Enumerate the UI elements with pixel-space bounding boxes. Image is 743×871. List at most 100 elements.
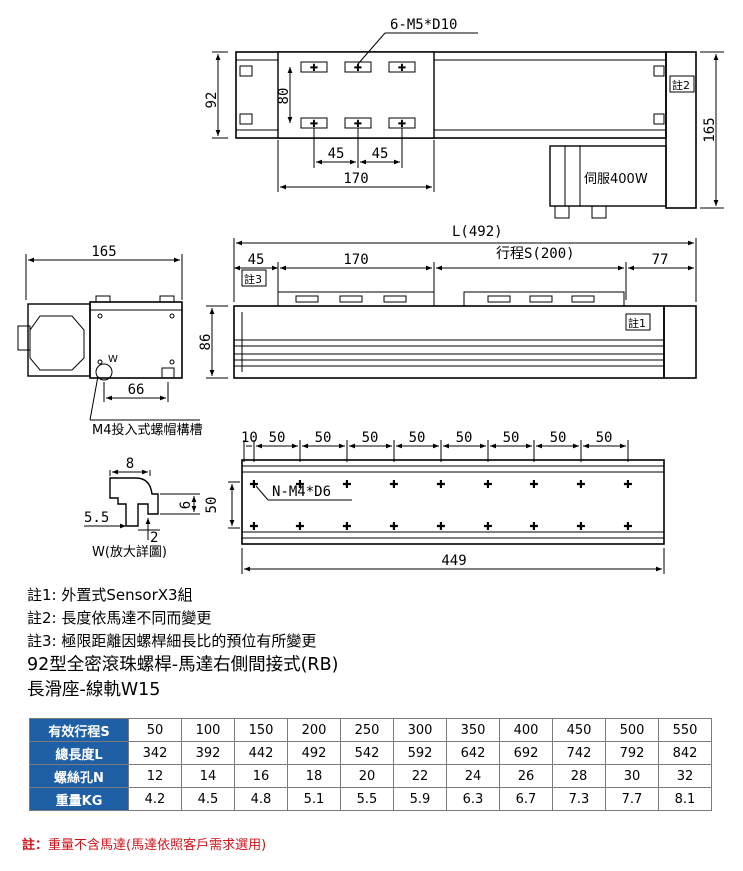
bottom-pitch-label: 50: [596, 430, 613, 446]
technical-drawing: ✚ ✚ ✚ ✚ ✚ ✚ 6-M5*D10 92 80 45 45 170 註2: [17, 17, 724, 574]
top-dim-170: 170: [343, 171, 368, 187]
mount-hole-mark: ✚: [295, 478, 304, 491]
mount-hole-mark: ✚: [576, 520, 585, 533]
table-cell: 20: [340, 764, 394, 788]
table-cell: 150: [234, 718, 288, 742]
table-cell: 8.1: [658, 787, 712, 811]
detail-view: 8 6 5.5 2 W(放大詳圖): [84, 456, 200, 560]
table-cell: 592: [393, 741, 447, 765]
mount-hole-mark: ✚: [436, 520, 445, 533]
svg-text:✚: ✚: [398, 119, 406, 130]
note-2: 註2: 長度依馬達不同而變更: [27, 609, 212, 627]
mount-hole-mark: ✚: [529, 520, 538, 533]
bottom-pitch-labels: 50 50 50 50 50 50 50 50: [269, 430, 613, 446]
side-view: L(492) 45 170 行程S(200) 77 註3 註1 86: [198, 224, 697, 379]
bottom-pitch-label: 50: [503, 430, 520, 446]
table-cell: 7.7: [605, 787, 659, 811]
top-dim-45-b: 45: [372, 146, 389, 162]
mount-hole-mark: ✚: [436, 478, 445, 491]
top-dim-80: 80: [276, 88, 292, 105]
table-cell: 5.5: [340, 787, 394, 811]
table-cell: 300: [393, 718, 447, 742]
mount-hole-mark: ✚: [389, 520, 398, 533]
mount-hole-mark: ✚: [623, 478, 632, 491]
table-cell: 12: [128, 764, 182, 788]
end-dim-165: 165: [91, 244, 116, 260]
bottom-pitch-label: 50: [456, 430, 473, 446]
end-dim-66: 66: [128, 382, 145, 398]
table-cell: 7.3: [552, 787, 606, 811]
mount-hole-mark: ✚: [342, 520, 351, 533]
bottom-pitch-label: 50: [550, 430, 567, 446]
mount-hole-mark: ✚: [576, 478, 585, 491]
table-cell: 14: [181, 764, 235, 788]
mount-hole-mark: ✚: [249, 478, 258, 491]
table-cell: 6.3: [446, 787, 500, 811]
detail-dim-6: 6: [178, 501, 194, 509]
detail-dim-8: 8: [126, 456, 134, 472]
table-cell: 26: [499, 764, 553, 788]
row-header: 有效行程S: [29, 718, 129, 742]
table-cell: 342: [128, 741, 182, 765]
svg-text:✚: ✚: [310, 119, 318, 130]
footnote: 註：重量不含馬達(馬達依照客戶需求選用): [22, 834, 266, 853]
mount-hole-mark: ✚: [389, 478, 398, 491]
table-cell: 32: [658, 764, 712, 788]
product-subtitle: 長滑座-線軌W15: [27, 680, 161, 700]
detail-label: W(放大詳圖): [92, 544, 167, 560]
table-cell: 6.7: [499, 787, 553, 811]
table-cell: 542: [340, 741, 394, 765]
mount-hole-mark: ✚: [483, 478, 492, 491]
table-cell: 442: [234, 741, 288, 765]
row-header: 重量KG: [29, 787, 129, 811]
side-note-tag-3: 註3: [244, 273, 262, 286]
table-cell: 642: [446, 741, 500, 765]
mount-hole-mark: ✚: [295, 520, 304, 533]
top-view: ✚ ✚ ✚ ✚ ✚ ✚ 6-M5*D10 92 80 45 45 170 註2: [204, 17, 724, 219]
table-cell: 100: [181, 718, 235, 742]
table-cell: 692: [499, 741, 553, 765]
row-header: 螺絲孔N: [29, 764, 129, 788]
top-hole-callout: 6-M5*D10: [390, 17, 457, 33]
side-dim-77: 77: [652, 252, 669, 268]
footnote-text: 重量不含馬達(馬達依照客戶需求選用): [48, 838, 267, 853]
mount-hole-mark: ✚: [483, 520, 492, 533]
table-cell: 400: [499, 718, 553, 742]
bottom-hole-callout: N-M4*D6: [272, 484, 331, 500]
mount-hole-mark: ✚: [342, 478, 351, 491]
mount-hole-mark: ✚: [249, 520, 258, 533]
table-cell: 22: [393, 764, 447, 788]
bottom-mount-holes: ✚✚✚✚✚✚✚✚✚✚✚✚✚✚✚✚✚✚: [249, 478, 632, 533]
top-dim-45-a: 45: [328, 146, 345, 162]
table-cell: 250: [340, 718, 394, 742]
table-cell: 392: [181, 741, 235, 765]
product-title: 92型全密滾珠螺桿-馬達右側間接式(RB): [27, 655, 339, 675]
side-dim-86: 86: [198, 334, 214, 351]
side-dim-total: L(492): [452, 224, 503, 240]
table-cell: 18: [287, 764, 341, 788]
mount-hole-mark: ✚: [529, 478, 538, 491]
table-cell: 4.8: [234, 787, 288, 811]
svg-text:✚: ✚: [354, 63, 362, 74]
table-cell: 792: [605, 741, 659, 765]
table-cell: 550: [658, 718, 712, 742]
top-dim-165: 165: [702, 117, 718, 142]
note-3: 註3: 極限距離因螺桿細長比的預位有所變更: [27, 632, 317, 650]
table-cell: 742: [552, 741, 606, 765]
bottom-view: 10 50 50 50 50 50 50 50 50 ✚✚✚✚✚✚✚✚✚✚✚✚✚…: [204, 430, 665, 574]
side-dim-45: 45: [248, 252, 265, 268]
table-cell: 16: [234, 764, 288, 788]
table-cell: 350: [446, 718, 500, 742]
top-note-tag-2: 註2: [672, 79, 690, 92]
notes-block: 註1: 外置式SensorX3組 註2: 長度依馬達不同而變更 註3: 極限距離…: [27, 584, 338, 703]
bottom-pitch-label: 50: [362, 430, 379, 446]
table-cell: 5.1: [287, 787, 341, 811]
bottom-dim-449: 449: [441, 553, 466, 569]
table-cell: 5.9: [393, 787, 447, 811]
table-cell: 842: [658, 741, 712, 765]
table-cell: 492: [287, 741, 341, 765]
